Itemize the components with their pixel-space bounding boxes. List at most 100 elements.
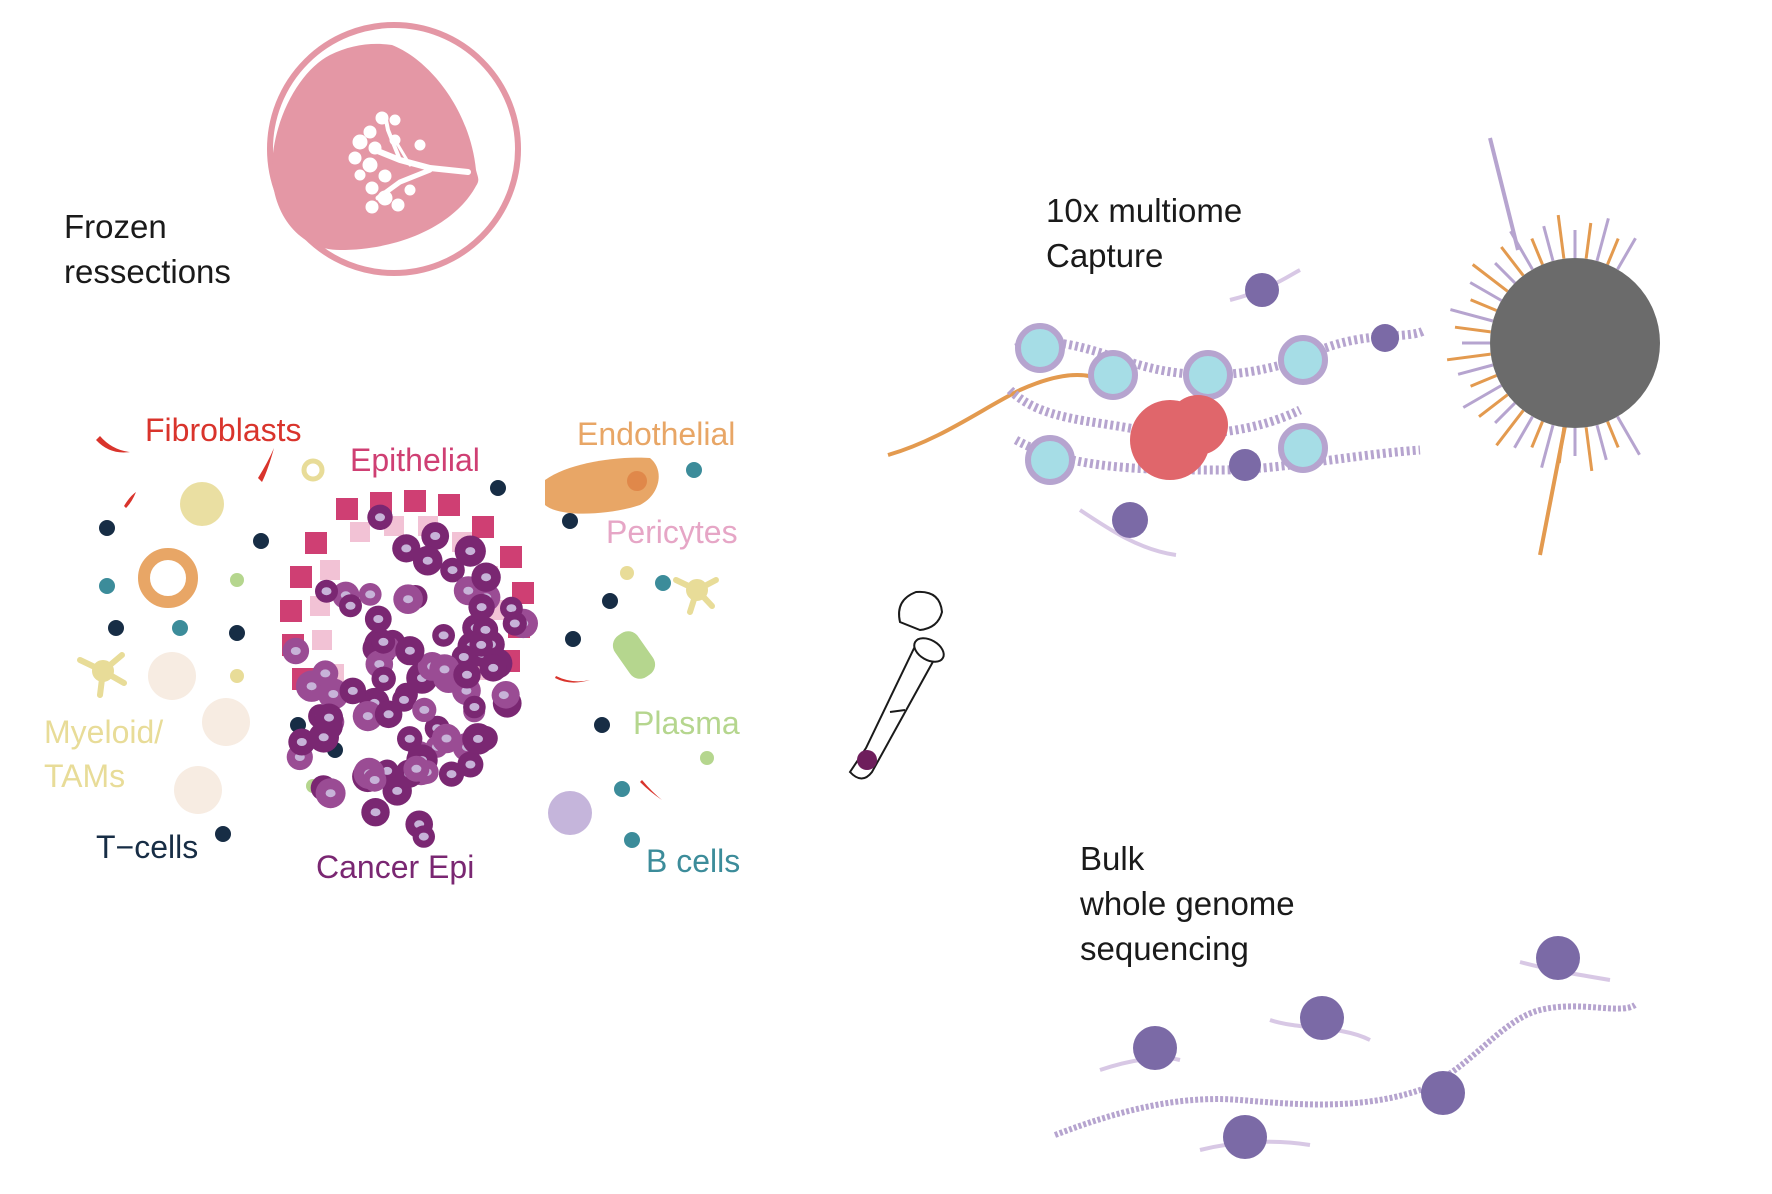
cancer-cell-nucleus: [404, 646, 415, 655]
myeloid-cells: [148, 652, 250, 814]
bead-oligo: [1462, 384, 1503, 409]
cancer-cell-nucleus: [362, 712, 373, 721]
bead-oligo: [1616, 415, 1641, 456]
bead-oligo: [1595, 424, 1608, 461]
cancer-cell-nucleus: [328, 690, 339, 698]
cancer-cell-nucleus: [481, 573, 492, 582]
bead-oligo: [1470, 298, 1498, 312]
cancer-cell-nucleus: [378, 674, 389, 683]
label-myeloid-line1: Myeloid/: [44, 714, 164, 750]
cancer-cell-nucleus: [462, 670, 472, 679]
cancer-cell-nucleus: [378, 637, 389, 646]
b-cells: [99, 462, 702, 848]
cancer-cell-nucleus: [365, 590, 376, 599]
bead-oligo: [1556, 214, 1566, 259]
bead-oligo: [1513, 415, 1534, 449]
cancer-cell-nucleus: [411, 764, 422, 773]
label-cancer-epi: Cancer Epi: [316, 849, 475, 885]
cancer-cell-nucleus: [418, 832, 429, 841]
bead-oligo: [1471, 263, 1509, 293]
cancer-cell-nucleus: [480, 625, 491, 634]
cancer-cell-nucleus: [383, 710, 394, 719]
multiome-title-line1: 10x multiome: [1046, 192, 1243, 229]
bead-oligo: [1450, 308, 1494, 323]
cancer-cell-nucleus: [438, 631, 449, 640]
cancer-cell-nucleus: [373, 615, 384, 623]
bead-oligo: [1606, 238, 1620, 266]
cancer-cell-nucleus: [321, 587, 332, 596]
cancer-cell-nucleus: [461, 686, 472, 695]
tube-icon: [848, 590, 945, 780]
label-bcells: B cells: [646, 843, 741, 879]
cancer-cell-nucleus: [509, 619, 520, 628]
label-fibroblasts: Fibroblasts: [145, 412, 302, 448]
cancer-cell-nucleus: [404, 734, 415, 743]
cancer-cell-nucleus: [439, 665, 450, 674]
bead-oligo: [1470, 374, 1498, 388]
bead-oligo: [1530, 238, 1544, 266]
bead-oligo: [1494, 262, 1516, 284]
label-myeloid-line2: TAMs: [44, 758, 126, 794]
cancer-cell-nucleus: [403, 595, 414, 604]
cancer-cell-nucleus: [345, 601, 356, 610]
cancer-cell-nucleus: [476, 603, 487, 612]
bead-oligo: [1595, 218, 1610, 262]
label-tcells: T−cells: [96, 829, 199, 865]
t-cells: [99, 480, 618, 842]
bead-oligo: [1494, 402, 1516, 424]
cancer-cell-nucleus: [399, 695, 409, 704]
cancer-cell-nucleus: [473, 734, 483, 743]
cancer-cell-nucleus: [419, 705, 430, 714]
bead-oligo: [1606, 420, 1620, 448]
cancer-cell-nucleus: [488, 663, 499, 672]
cancer-cell-nucleus: [469, 703, 480, 711]
bead-oligo: [1495, 409, 1525, 447]
bead-oligo: [1454, 325, 1491, 334]
tissue-title-line1: Frozen: [64, 208, 167, 245]
cancer-cell-nucleus: [430, 532, 441, 540]
bead-oligo: [1500, 246, 1525, 277]
cancer-cell-nucleus: [476, 640, 487, 649]
b-cell-cluster: [548, 791, 592, 835]
cancer-cell-nucleus: [498, 691, 509, 700]
fibroblast-cells: [96, 436, 662, 800]
cancer-cell-nucleus: [465, 760, 476, 769]
bead-oligo: [1457, 363, 1494, 376]
myeloid-cluster: [180, 482, 224, 526]
breast-icon: [267, 22, 521, 276]
cancer-cell-nucleus: [318, 733, 329, 742]
dna-strand-icon: [1053, 936, 1637, 1159]
cancer-cell-nucleus: [465, 547, 476, 556]
bead-oligo: [1469, 281, 1503, 302]
cancer-cell-nucleus: [375, 513, 385, 522]
cancer-cell-nucleus: [447, 566, 458, 575]
cancer-cell-nucleus: [370, 808, 381, 817]
label-plasma: Plasma: [633, 705, 740, 741]
label-endothelial: Endothelial: [577, 416, 736, 452]
tissue-title-line2: ressections: [64, 253, 231, 290]
bead-oligo: [1446, 352, 1491, 362]
cancer-cell-nucleus: [320, 669, 331, 678]
cancer-cell-nucleus: [369, 776, 380, 784]
cancer-cell-nucleus: [422, 556, 433, 565]
cancer-cell-nucleus: [290, 647, 301, 655]
cancer-cell-nucleus: [392, 786, 403, 795]
cancer-cell-nucleus: [306, 682, 317, 691]
bead-oligo: [1540, 424, 1555, 468]
bead-oligo: [1530, 420, 1544, 448]
label-pericytes: Pericytes: [606, 514, 738, 550]
cancer-cell-nucleus: [463, 586, 474, 595]
endothelial-cells: [138, 457, 659, 608]
cancer-cell-nucleus: [347, 686, 358, 695]
chromatin-icon: [887, 268, 1428, 557]
cancer-cell-nucleus: [441, 734, 452, 743]
cancer-cell-nucleus: [296, 738, 307, 746]
cancer-cell-nucleus: [374, 660, 385, 669]
bead-oligo: [1584, 222, 1593, 259]
bead-oligo: [1557, 427, 1566, 464]
gel-bead: [1490, 258, 1660, 428]
wgs-title-line1: Bulk: [1080, 840, 1145, 877]
cancer-cell-nucleus: [324, 713, 334, 722]
wgs-title-line2: whole genome: [1080, 885, 1295, 922]
